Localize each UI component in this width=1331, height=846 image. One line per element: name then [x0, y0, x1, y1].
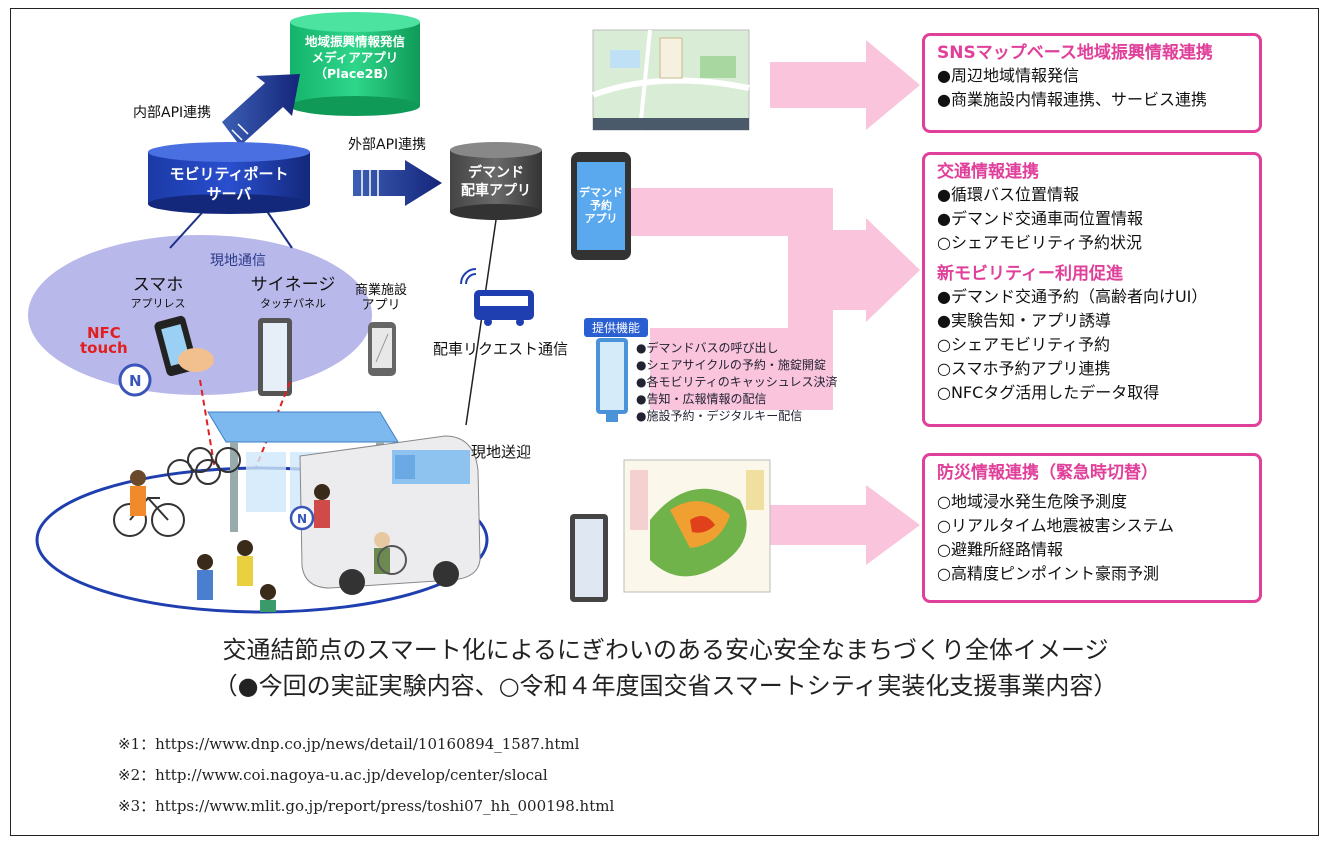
reservation-line3: アプリ — [584, 212, 618, 225]
nfc-touch-label: NFC touch — [80, 326, 128, 356]
bus-icon — [460, 268, 534, 326]
feature-signage — [596, 338, 628, 422]
caption-line2: （●今回の実証実験内容、○令和４年度国交省スマートシティ実装化支援事業内容） — [213, 672, 1118, 700]
pink-flow-arrows — [631, 40, 920, 565]
feature-item: ●各モビリティのキャッシュレス決済 — [636, 375, 838, 389]
new-mobility-item: ○スマホ予約アプリ連携 — [937, 359, 1111, 378]
smartphone-icon — [154, 315, 214, 377]
demand-app-label: デマンド 配車アプリ — [450, 164, 542, 200]
features-list: ●デマンドバスの呼び出し ●シェアサイクルの予約・施錠開錠 ●各モビリティのキャ… — [636, 340, 838, 425]
mobility-port-server-database — [148, 142, 310, 214]
new-mobility-item: ○NFCタグ活用したデータ取得 — [937, 383, 1160, 402]
disaster-item: ○地域浸水発生危険予測度 — [937, 492, 1127, 511]
reservation-line2: 予約 — [590, 199, 612, 212]
disaster-signage-icon — [570, 514, 608, 602]
commercial-line2: アプリ — [361, 298, 401, 313]
hazard-map-thumbnail — [623, 459, 771, 593]
place2b-media-app-database — [290, 12, 420, 116]
sns-item: ●周辺地域情報発信 — [937, 66, 1079, 85]
commercial-app-phone-icon — [368, 322, 396, 376]
feature-item: ●告知・広報情報の配信 — [636, 392, 767, 406]
footnote-1: ※1：https://www.dnp.co.jp/news/detail/101… — [118, 735, 580, 753]
reservation-line1: デマンド — [579, 186, 623, 199]
dispatch-request-label: 配車リクエスト通信 — [433, 340, 569, 358]
disaster-item: ○高精度ピンポイント豪雨予測 — [937, 564, 1159, 583]
sns-map-thumbnail — [591, 29, 750, 131]
figure-frame — [10, 8, 1319, 836]
place2b-line1: 地域振興情報発信 — [304, 34, 405, 49]
place2b-line3: （Place2B） — [314, 66, 396, 81]
new-mobility-item: ●実験告知・アプリ誘導 — [937, 311, 1111, 330]
local-pickup-label: 現地送迎 — [471, 443, 532, 461]
signage-label: サイネージ タッチパネル — [238, 270, 348, 311]
signage-sub: タッチパネル — [260, 297, 326, 310]
sns-box-title: SNSマップベース地域振興情報連携 — [937, 43, 1213, 63]
demand-reservation-app-phone — [571, 152, 631, 260]
features-badge: 提供機能 — [584, 318, 649, 337]
nfc-icon: N — [118, 363, 152, 397]
nfc-line1: NFC — [86, 324, 121, 342]
signage-touch-panel-icon — [258, 318, 292, 396]
footnote-3: ※3：https://www.mlit.go.jp/report/press/t… — [118, 797, 615, 815]
smartphone-sub: アプリレス — [130, 297, 186, 310]
internal-api-arrow — [222, 74, 300, 146]
disaster-item: ○リアルタイム地震被害システム — [937, 516, 1175, 535]
commercial-line1: 商業施設 — [354, 283, 407, 298]
commercial-app-label: 商業施設 アプリ — [346, 283, 416, 313]
feature-item: ●施設予約・デジタルキー配信 — [636, 409, 803, 423]
svg-text:N: N — [297, 512, 307, 526]
smartphone-title: スマホ — [132, 275, 184, 295]
external-api-label: 外部API連携 — [348, 137, 427, 153]
traffic-box-title: 交通情報連携 — [937, 162, 1039, 182]
traffic-item: ●デマンド交通車両位置情報 — [937, 209, 1143, 228]
new-mobility-item: ●デマンド交通予約（高齢者向けUI） — [937, 287, 1208, 306]
server-line2: サーバ — [206, 185, 252, 203]
shuttle-bus — [299, 435, 481, 595]
nfc-line2: touch — [80, 339, 128, 357]
server-line1: モビリティポート — [169, 165, 289, 183]
place2b-label: 地域振興情報発信 メディアアプリ （Place2B） — [290, 34, 420, 82]
new-mobility-title: 新モビリティー利用促進 — [937, 264, 1123, 284]
sns-item: ●商業施設内情報連携、サービス連携 — [937, 90, 1207, 109]
traffic-item: ●循環バス位置情報 — [937, 185, 1079, 204]
signage-title: サイネージ — [250, 275, 336, 295]
traffic-mobility-box: 交通情報連携 ●循環バス位置情報 ●デマンド交通車両位置情報 ○シェアモビリティ… — [922, 152, 1262, 427]
sns-info-box: SNSマップベース地域振興情報連携 ●周辺地域情報発信 ●商業施設内情報連携、サ… — [922, 33, 1262, 133]
demand-app-line2: 配車アプリ — [461, 183, 531, 199]
footnote-2: ※2：http://www.coi.nagoya-u.ac.jp/develop… — [118, 766, 548, 784]
disaster-box-title: 防災情報連携（緊急時切替） — [937, 463, 1158, 483]
external-api-arrow — [353, 160, 442, 206]
local-comm-label: 現地通信 — [210, 253, 266, 269]
svg-text:N: N — [129, 372, 142, 390]
traffic-item: ○シェアモビリティ予約状況 — [937, 233, 1143, 252]
disaster-info-box: 防災情報連携（緊急時切替） ○地域浸水発生危険予測度 ○リアルタイム地震被害シス… — [922, 453, 1262, 603]
reservation-phone-label: デマンド 予約 アプリ — [577, 186, 625, 225]
demand-dispatch-app-database — [450, 142, 542, 220]
caption-line1: 交通結節点のスマート化によるにぎわいのある安心安全なまちづくり全体イメージ — [222, 636, 1109, 664]
disaster-item: ○避難所経路情報 — [937, 540, 1063, 559]
feature-item: ●シェアサイクルの予約・施錠開錠 — [636, 358, 826, 372]
smartphone-label: スマホ アプリレス — [128, 270, 188, 311]
place2b-line2: メディアアプリ — [311, 50, 399, 65]
people-group — [130, 470, 407, 612]
feature-item: ●デマンドバスの呼び出し — [636, 341, 779, 355]
demand-app-line1: デマンド — [468, 165, 524, 181]
server-label: モビリティポート サーバ — [148, 164, 310, 204]
new-mobility-item: ○シェアモビリティ予約 — [937, 335, 1111, 354]
internal-api-label: 内部API連携 — [133, 105, 212, 121]
